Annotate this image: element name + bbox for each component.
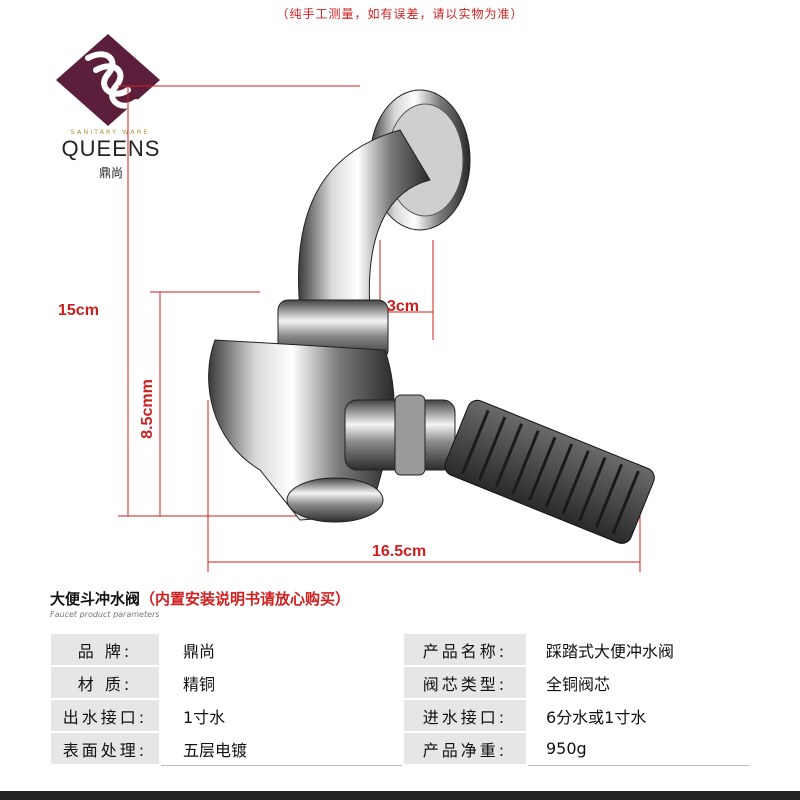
spec-label: 材 质:: [49, 665, 161, 700]
spec-value: 全铜阀芯: [526, 665, 751, 700]
logo-brand-cn: 鼎尚: [98, 166, 123, 180]
section-subtitle: Faucet product parameters: [50, 610, 160, 619]
dimension-inlet-width: 3cm: [387, 298, 420, 315]
logo-tagline: SANITARY WARE: [70, 128, 150, 136]
spec-label: 表面处理:: [49, 731, 161, 766]
spec-label: 品 牌:: [49, 632, 161, 667]
spec-label: 出水接口:: [49, 698, 161, 733]
bottom-bar: [0, 791, 800, 800]
section-title-note: （内置安装说明书请放心购买）: [140, 590, 351, 608]
dimension-total-length: 16.5cm: [372, 543, 427, 560]
spec-label: 产品净重:: [402, 731, 528, 766]
spec-value: 踩踏式大便冲水阀: [526, 632, 751, 667]
logo-diamond-icon: [56, 34, 160, 126]
spec-value: 1寸水: [159, 698, 404, 733]
table-row: 表面处理: 五层电镀 产品净重: 950g: [49, 731, 751, 766]
spec-value: 950g: [526, 731, 751, 766]
table-row: 材 质: 精铜 阀芯类型: 全铜阀芯: [49, 665, 751, 700]
table-row: 出水接口: 1寸水 进水接口: 6分水或1寸水: [49, 698, 751, 733]
dimension-total-height: 15cm: [58, 302, 99, 319]
spec-value: 精铜: [159, 665, 404, 700]
section-title: 大便斗冲水阀（内置安装说明书请放心购买）: [50, 588, 350, 609]
spec-value: 鼎尚: [159, 632, 404, 667]
table-row: 品 牌: 鼎尚 产品名称: 踩踏式大便冲水阀: [49, 632, 751, 667]
dimension-body-height: 8.5cmm: [139, 379, 156, 439]
spec-value: 6分水或1寸水: [526, 698, 751, 733]
spec-label: 进水接口:: [402, 698, 528, 733]
spec-label: 阀芯类型:: [402, 665, 528, 700]
spec-table: 品 牌: 鼎尚 产品名称: 踩踏式大便冲水阀 材 质: 精铜 阀芯类型: 全铜阀…: [49, 632, 751, 766]
section-title-main: 大便斗冲水阀: [50, 590, 141, 608]
spec-value: 五层电镀: [159, 731, 404, 766]
brand-logo: SANITARY WARE QUEENS 鼎尚: [48, 30, 178, 180]
logo-brand: QUEENS: [61, 136, 161, 161]
spec-label: 产品名称:: [402, 632, 528, 667]
measurement-note: （纯手工测量，如有误差，请以实物为准）: [276, 7, 524, 21]
